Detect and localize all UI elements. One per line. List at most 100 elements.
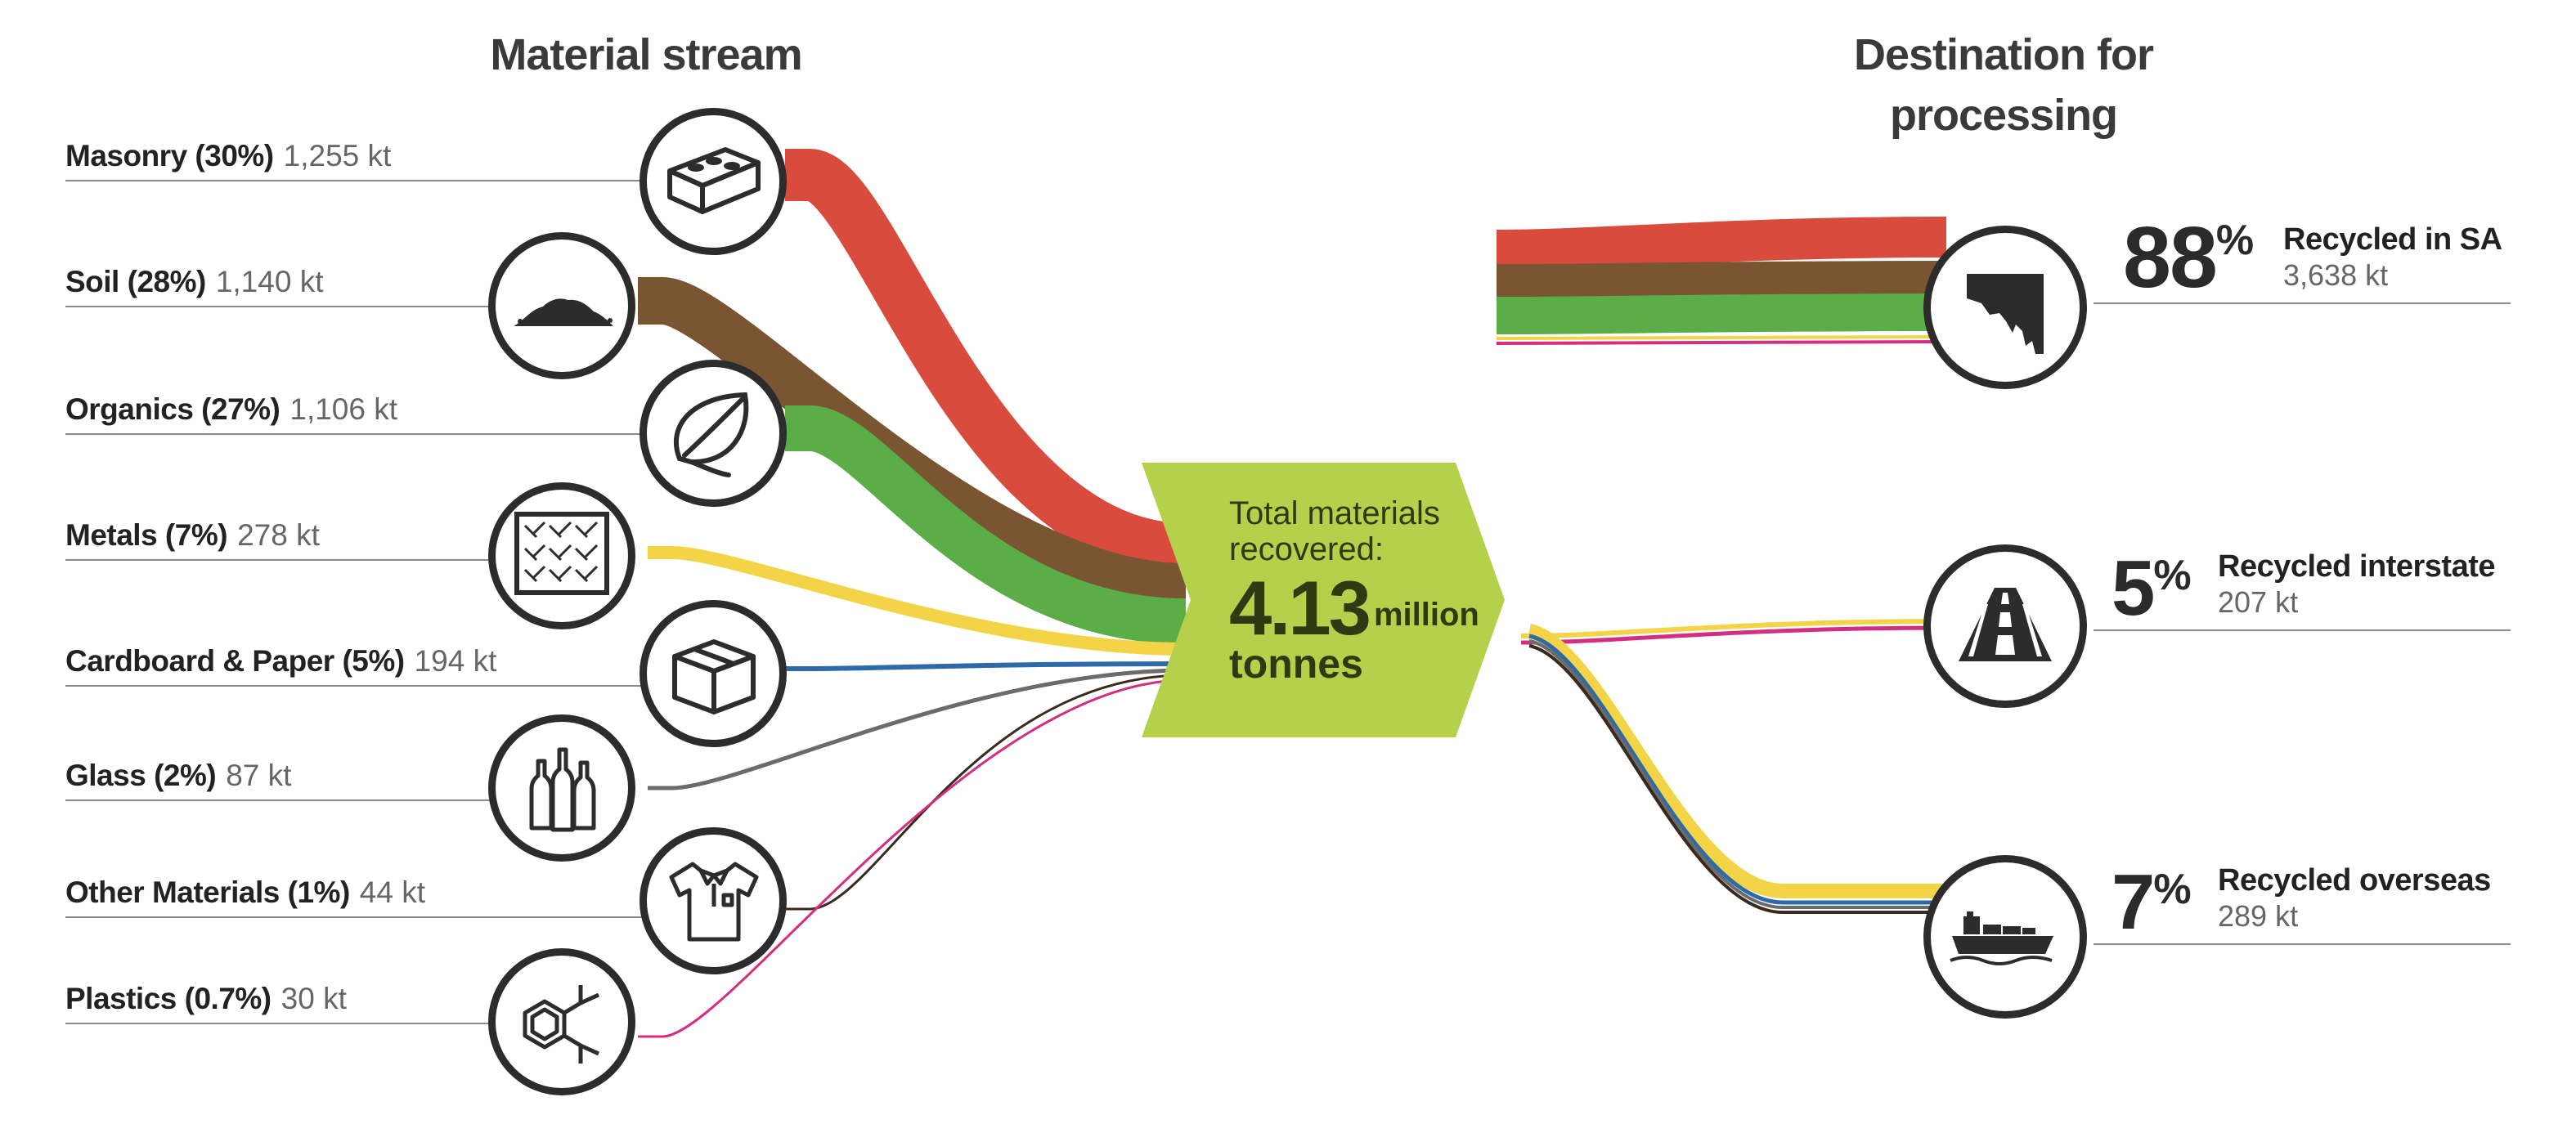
other-materials-circle <box>640 827 787 974</box>
glass-circle <box>488 714 635 862</box>
row-divider <box>65 180 687 181</box>
destination-amount: 207 kt <box>2218 585 2299 619</box>
flow-metal-plate <box>648 546 1187 656</box>
row-divider <box>2094 629 2511 631</box>
flow-to-sa-2 <box>1496 293 1947 334</box>
material-amount: 30 kt <box>280 982 347 1015</box>
chemical-structure-icon <box>523 985 600 1064</box>
percentage-value: 7 <box>2112 858 2155 946</box>
south-australia-map-icon <box>1967 274 2044 354</box>
row-divider <box>2094 302 2511 304</box>
material-row-masonry: Masonry (30%) 1,255 kt <box>65 132 687 181</box>
row-divider <box>65 433 687 435</box>
material-amount: 1,140 kt <box>215 265 324 298</box>
flow-chemical-structure <box>638 678 1187 1038</box>
material-stream-heading: Material stream <box>442 25 850 85</box>
leaf-icon <box>673 392 749 477</box>
destination-name: Recycled interstate <box>2218 549 2496 584</box>
soil-circle <box>488 232 635 379</box>
material-name: Cardboard & Paper (5%) <box>65 644 405 678</box>
total-unit: million <box>1373 597 1479 633</box>
flow-to-sa-1 <box>1496 261 1947 302</box>
highway-icon <box>1959 588 2052 661</box>
percent-sign: % <box>2153 866 2192 913</box>
destination-percentage: 88% <box>2123 214 2254 301</box>
material-name: Metals (7%) <box>65 518 228 552</box>
destination-percentage: 7% <box>2112 863 2192 942</box>
row-divider <box>65 685 687 687</box>
material-name: Masonry (30%) <box>65 139 274 172</box>
cardboard-circle <box>640 600 787 747</box>
material-amount: 194 kt <box>414 644 497 678</box>
plastics-circle <box>488 948 635 1095</box>
flow-to-overseas-0 <box>1527 624 1946 898</box>
destination-row-interstate: 5% Recycled interstate 207 kt <box>2094 549 2511 631</box>
flow-to-overseas-2 <box>1528 639 1946 909</box>
material-row-plastics: Plastics (0.7%)30 kt <box>65 975 523 1024</box>
flow-leaf <box>785 405 1187 644</box>
material-name: Organics (27%) <box>65 392 280 426</box>
destination-heading: Destination for processing <box>1758 25 2249 146</box>
total-line2: recovered: <box>1229 531 1384 567</box>
cargo-ship-icon <box>1950 911 2053 965</box>
destination-amount: 289 kt <box>2218 899 2299 933</box>
total-value: 4.13 <box>1229 565 1371 651</box>
metals-circle <box>488 482 635 629</box>
material-amount: 44 kt <box>359 876 425 909</box>
destination-percentage: 5% <box>2112 549 2192 628</box>
percent-sign: % <box>2215 217 2255 264</box>
total-line1: Total materials <box>1229 495 1440 531</box>
destination-row-sa: 88% Recycled in SA 3,638 kt <box>2094 214 2511 304</box>
interstate-circle <box>1923 544 2087 708</box>
bottles-icon <box>529 747 596 832</box>
destination-row-overseas: 7% Recycled overseas 289 kt <box>2094 863 2511 945</box>
flow-to-overseas-1 <box>1528 634 1946 905</box>
flow-to-sa-0 <box>1496 217 1947 271</box>
masonry-circle <box>640 108 787 255</box>
row-divider <box>65 916 687 918</box>
flow-to-interstate-metals <box>1520 619 1947 638</box>
material-row-glass: Glass (2%) 87 kt <box>65 752 523 801</box>
destination-name: Recycled in SA <box>2283 222 2502 257</box>
material-row-cardboard-paper: Cardboard & Paper (5%) 194 kt <box>65 638 687 687</box>
flow-to-overseas-3 <box>1528 644 1946 914</box>
destination-amount: 3,638 kt <box>2283 258 2389 292</box>
material-row-soil: Soil (28%) 1,140 kt <box>65 258 523 307</box>
material-name: Soil (28%) <box>65 265 206 298</box>
material-name: Other Materials (1%) <box>65 876 350 909</box>
destination-heading-line1: Destination for <box>1853 30 2154 79</box>
material-amount: 278 kt <box>237 518 320 552</box>
box-icon <box>672 639 756 714</box>
brick-icon <box>667 147 761 214</box>
flow-to-sa-plastics <box>1496 340 1947 345</box>
material-amount: 1,255 kt <box>283 139 392 172</box>
sa-circle <box>1923 226 2087 389</box>
material-row-metals: Metals (7%) 278 kt <box>65 512 523 561</box>
material-amount: 1,106 kt <box>289 392 398 426</box>
material-stream-heading-text: Material stream <box>490 30 802 79</box>
flow-to-sa-metals <box>1496 335 1947 340</box>
flow-bottles <box>648 668 1187 790</box>
overseas-circle <box>1923 855 2087 1019</box>
metal-plate-icon <box>514 512 609 595</box>
material-row-other: Other Materials (1%) 44 kt <box>65 869 687 918</box>
total-line3: tonnes <box>1229 641 1363 687</box>
material-row-organics: Organics (27%) 1,106 kt <box>65 386 687 435</box>
flow-box <box>785 661 1187 671</box>
material-name: Plastics (0.7%) <box>65 982 272 1015</box>
percentage-value: 5 <box>2112 544 2155 632</box>
destination-heading-line2: processing <box>1889 91 2118 140</box>
soil-pile-icon <box>514 298 613 326</box>
destination-name: Recycled overseas <box>2218 863 2491 898</box>
organics-circle <box>640 360 787 507</box>
flow-shirt <box>785 674 1187 911</box>
row-divider <box>65 1023 523 1024</box>
material-name: Glass (2%) <box>65 759 217 792</box>
material-amount: 87 kt <box>226 759 292 792</box>
total-arrow <box>1142 463 1505 737</box>
row-divider <box>65 799 523 801</box>
